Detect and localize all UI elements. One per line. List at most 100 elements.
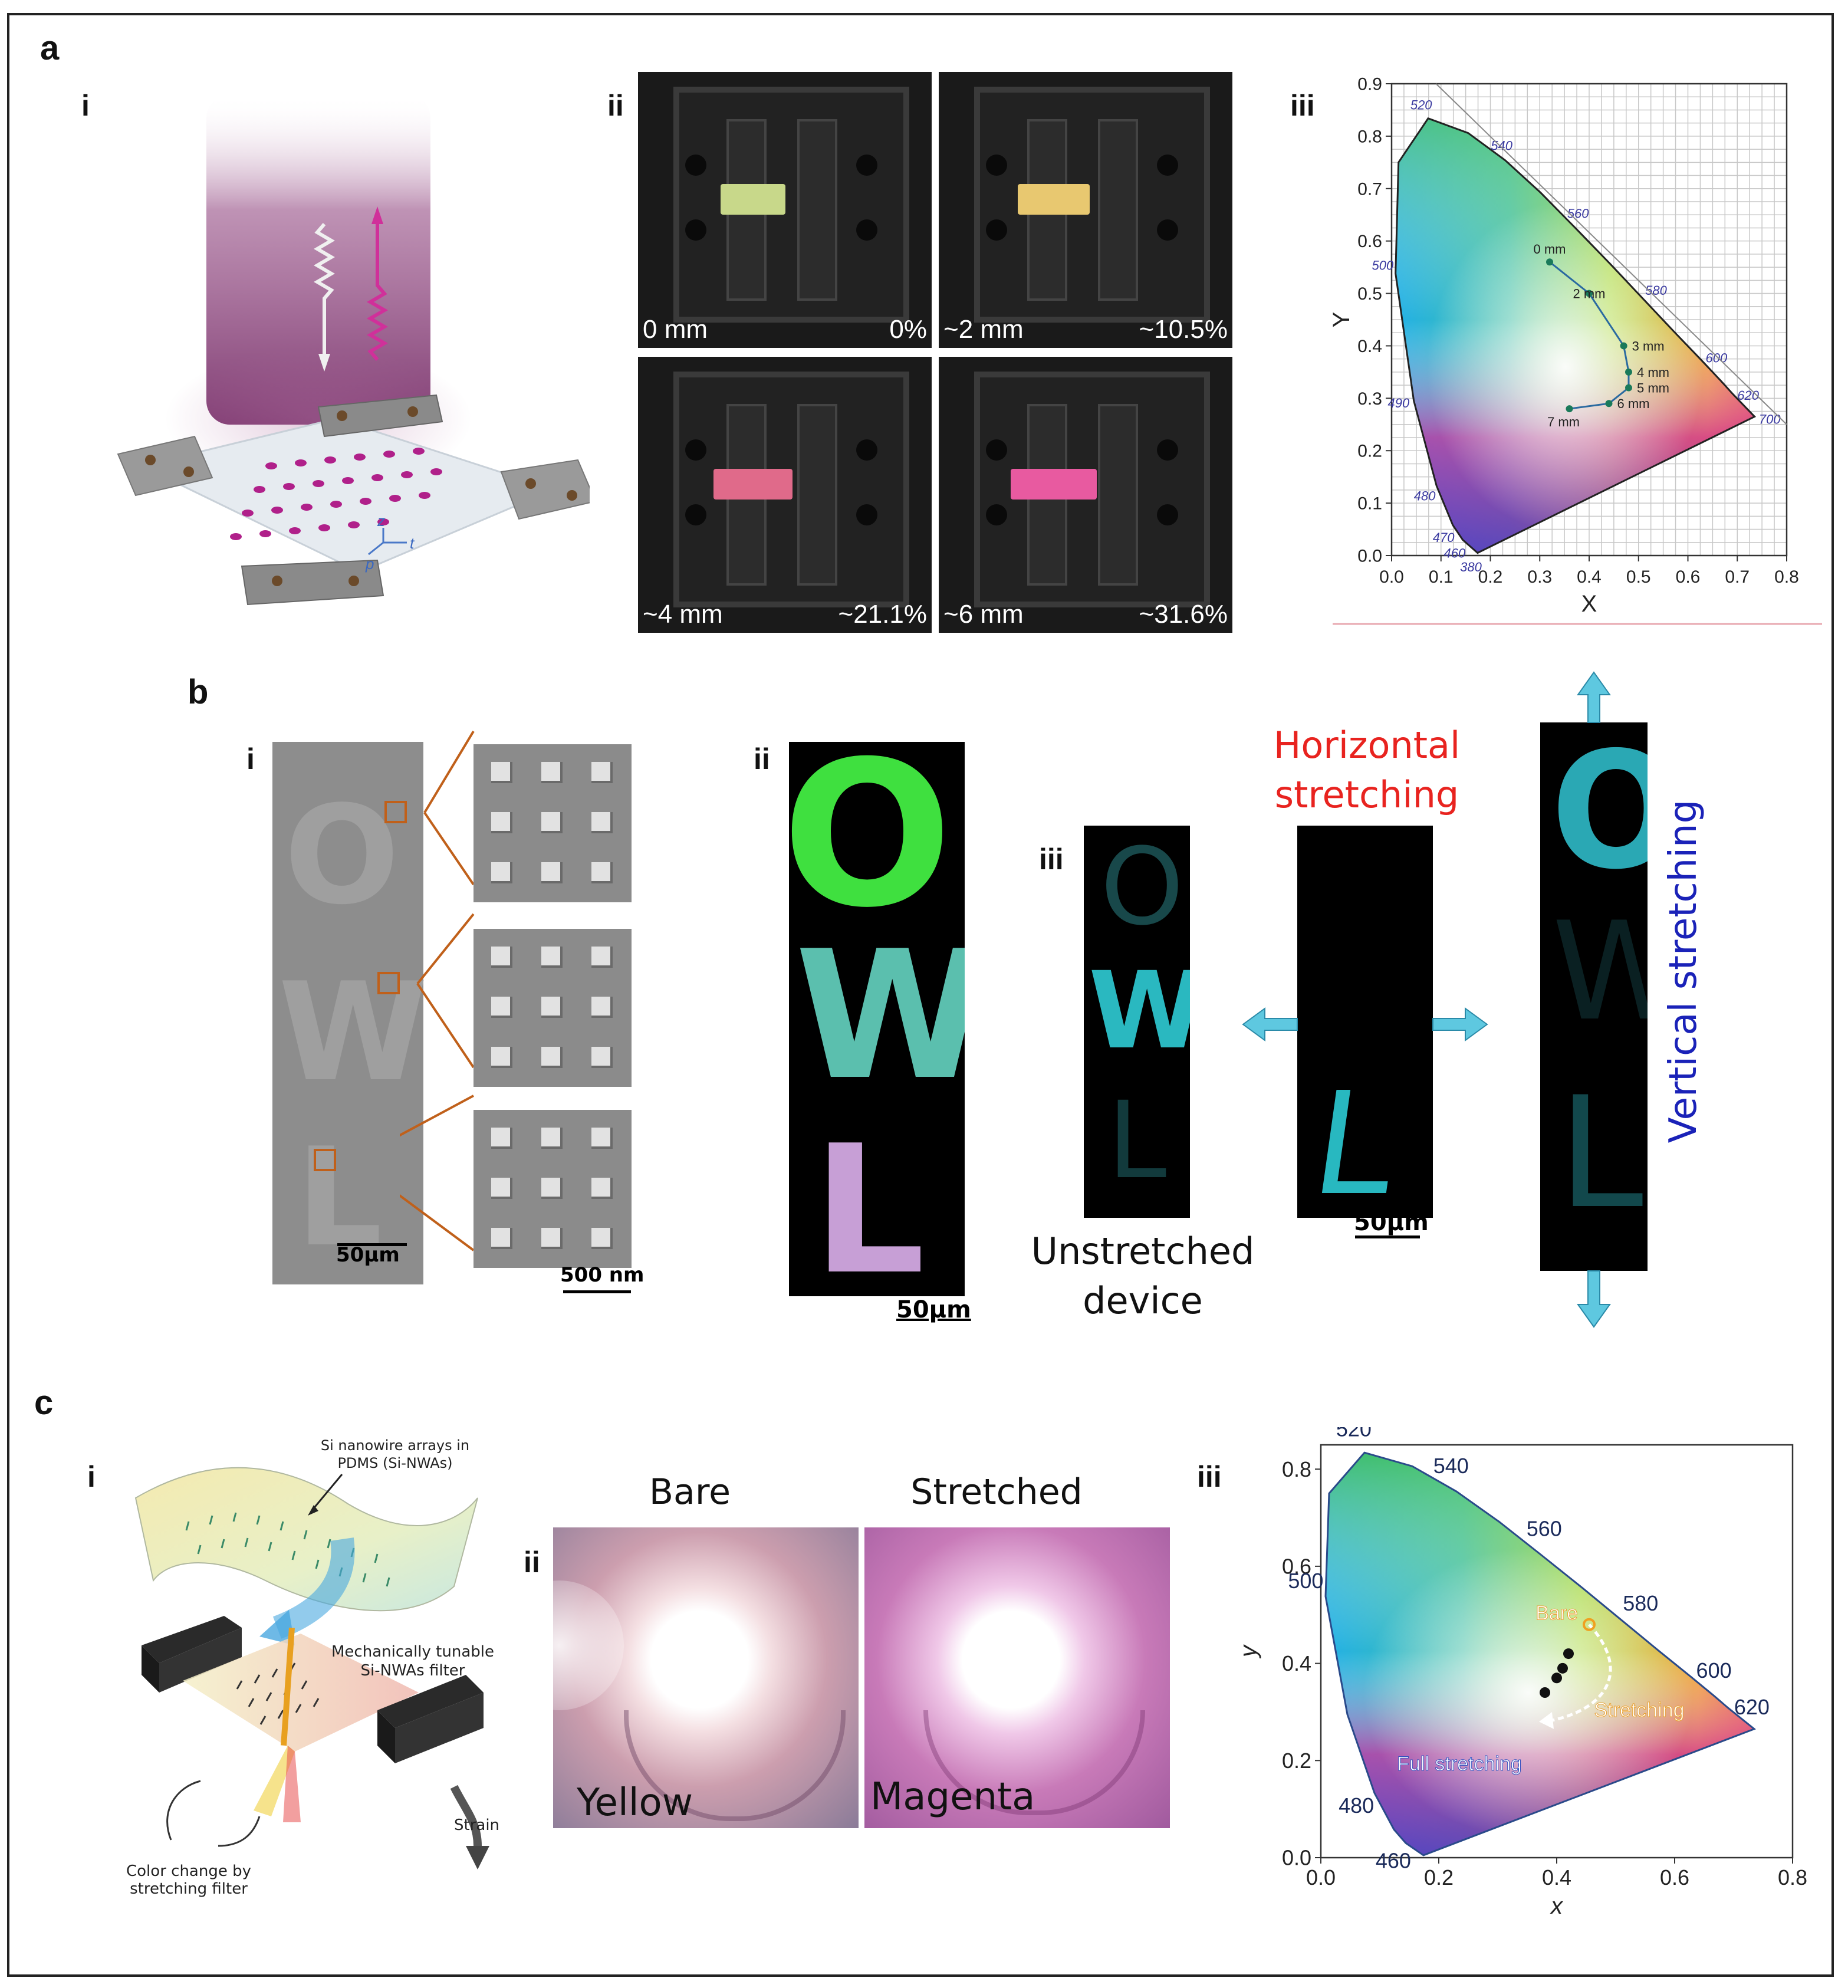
sub-label-a-iii: iii	[1290, 89, 1315, 122]
photo-strain: ~10.5%	[1139, 315, 1228, 344]
y-tick-label: 0.6	[1357, 232, 1382, 251]
figure-frame	[7, 13, 1834, 1977]
x-tick-label: 0.1	[1429, 567, 1454, 587]
photo-displacement: ~6 mm	[943, 600, 1024, 629]
photo-strain: ~31.6%	[1139, 600, 1228, 629]
y-tick-label: 0.0	[1357, 547, 1382, 566]
stretching-path-arrow	[1544, 1624, 1612, 1723]
x-tick-label: 0.0	[1306, 1865, 1336, 1890]
bare-color-label: Yellow	[577, 1781, 693, 1825]
color-change-label: Color change by stretching filter	[126, 1862, 251, 1898]
strain-photo-3: ~6 mm ~31.6%	[939, 357, 1232, 633]
x-axis-label: X	[1581, 591, 1597, 617]
y-tick-label: 0.3	[1357, 389, 1382, 409]
wavelength-label: 480	[1414, 488, 1436, 503]
sub-label-c-ii: ii	[524, 1546, 540, 1579]
y-tick-label: 0.1	[1357, 494, 1382, 514]
y-tick-label: 0.4	[1282, 1651, 1311, 1675]
full-stretching-annotation: Full stretching	[1397, 1753, 1522, 1775]
horizontal-stretching-title: Horizontal stretching	[1273, 724, 1461, 816]
b-i-sem-main: O W L 50μm	[272, 742, 428, 1284]
zoom-lines	[400, 730, 475, 1251]
strain-label: Strain	[454, 1816, 500, 1834]
clamp-left	[117, 435, 213, 497]
strain-photo-1: ~2 mm ~10.5%	[939, 72, 1232, 348]
x-tick-label: 0.0	[1379, 567, 1404, 587]
sem-zoom-2	[473, 1110, 632, 1268]
sub-label-c-iii: iii	[1197, 1460, 1222, 1493]
sem-zoom-0	[473, 744, 632, 902]
trajectory-point	[1625, 384, 1632, 392]
y-tick-label: 0.5	[1357, 284, 1382, 304]
wavelength-label: 500	[1372, 258, 1394, 273]
sub-label-a-ii: ii	[607, 89, 624, 122]
y-tick-label: 0.6	[1282, 1554, 1311, 1578]
stretched-title: Stretched	[910, 1471, 1083, 1513]
bare-photo: Yellow	[553, 1527, 859, 1828]
reflected-wave	[367, 224, 388, 361]
sem-letter-o: O	[284, 777, 400, 935]
panel-label-a: a	[40, 29, 60, 67]
wavelength-label: 580	[1623, 1591, 1658, 1615]
trajectory-label: 6 mm	[1617, 396, 1650, 411]
x-tick-label: 0.2	[1478, 567, 1503, 587]
wavelength-label: 470	[1433, 530, 1455, 545]
a-i-schematic: p t z	[117, 94, 590, 606]
trajectory-point	[1586, 290, 1593, 297]
optical-letter-l: L	[813, 1108, 926, 1296]
wavelength-label: 460	[1444, 546, 1466, 560]
stretched-photo: Magenta	[864, 1527, 1170, 1828]
x-tick-label: 0.8	[1778, 1865, 1807, 1890]
sem-scale-main: 50μm	[336, 1243, 400, 1267]
axis-label-p: p	[365, 555, 374, 573]
photo-displacement: ~2 mm	[943, 315, 1024, 344]
x-tick-label: 0.6	[1660, 1865, 1689, 1890]
wavelength-label: 520	[1336, 1427, 1372, 1441]
trajectory-label: 2 mm	[1573, 287, 1606, 301]
sem-scale-zoom: 500 nm	[560, 1263, 645, 1287]
stretch-scale: 50μm	[1354, 1209, 1429, 1236]
chromaticity-point	[1551, 1672, 1562, 1684]
trajectory-label: 5 mm	[1637, 381, 1669, 396]
spectral-locus	[1324, 1451, 1756, 1856]
wavelength-label: 520	[1410, 97, 1432, 112]
sem-letter-l: L	[296, 1119, 383, 1277]
sub-label-a-i: i	[81, 89, 90, 122]
clamp-bottom	[241, 559, 384, 606]
x-tick-label: 0.3	[1527, 567, 1552, 587]
wavelength-label: 560	[1567, 206, 1589, 221]
incident-wave	[314, 223, 335, 354]
sem-zoom-1	[473, 929, 632, 1087]
sub-label-b-ii: ii	[754, 742, 770, 776]
optical-letter-o: O	[789, 742, 952, 952]
arrow-left	[1242, 1007, 1298, 1041]
c-i-schematic	[134, 1467, 489, 1869]
optical-letter-w: W	[795, 913, 965, 1119]
y-tick-label: 0.2	[1357, 442, 1382, 461]
stretched-color-label: Magenta	[870, 1775, 1035, 1819]
b-iii-horizontal-image: L	[1297, 826, 1433, 1218]
trajectory-label: 7 mm	[1547, 415, 1580, 429]
trajectory-point	[1620, 342, 1627, 350]
boundary-line	[1435, 83, 1787, 425]
panel-label-c: c	[34, 1384, 54, 1422]
sub-label-b-i: i	[246, 742, 255, 776]
y-tick-label: 0.0	[1282, 1846, 1311, 1870]
unstretched-letter-l: L	[1107, 1079, 1167, 1202]
wavelength-label: 460	[1376, 1848, 1411, 1872]
y-tick-label: 0.2	[1282, 1749, 1311, 1773]
wavelength-label: 500	[1288, 1569, 1323, 1593]
unstretched-letter-o: O	[1100, 826, 1184, 949]
vertical-letter-o: O	[1551, 722, 1648, 905]
nanopillar-array	[230, 448, 442, 540]
unstretched-letter-w: W	[1089, 949, 1190, 1073]
wavelength-label: 620	[1734, 1695, 1770, 1719]
y-axis-label: y	[1238, 1644, 1261, 1659]
x-tick-label: 0.8	[1774, 567, 1799, 587]
x-tick-label: 0.7	[1725, 567, 1750, 587]
trajectory-point	[1546, 258, 1553, 266]
wavelength-label: 380	[1460, 560, 1482, 574]
y-axis-label: Y	[1333, 312, 1354, 328]
trajectory-label: 0 mm	[1534, 242, 1566, 257]
